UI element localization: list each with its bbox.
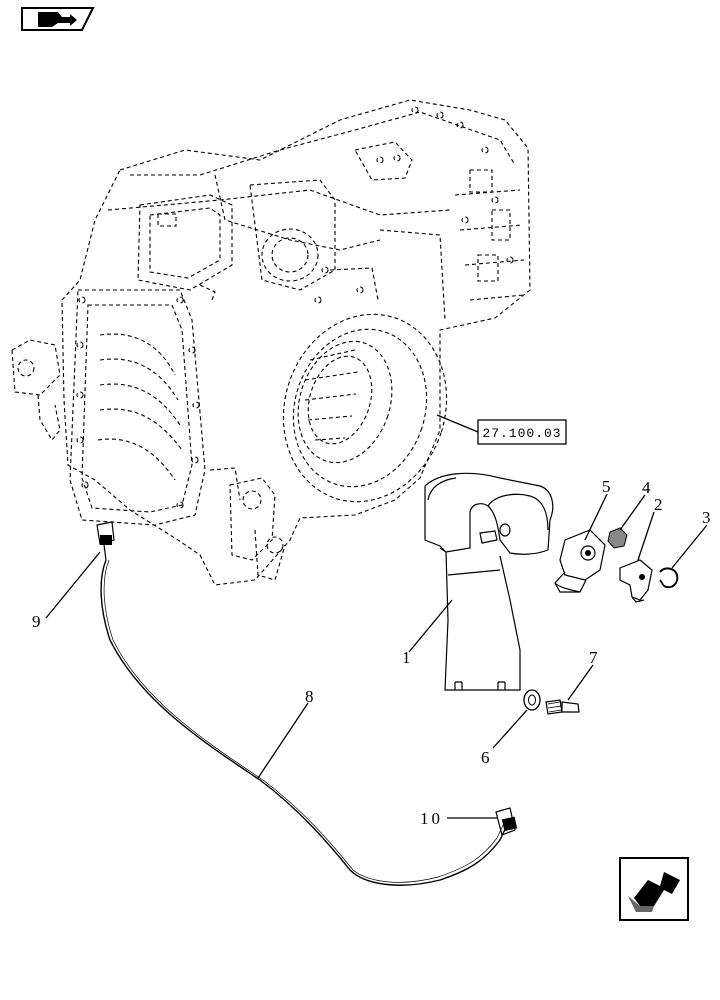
callout-6: 6 [481,748,490,767]
part-3-circlip [659,567,679,589]
reference-box[interactable]: 27.100.03 [436,414,567,445]
part-10-connector [495,807,518,836]
book-arrow-icon[interactable] [21,7,95,31]
callout-3: 3 [702,508,711,527]
part-4-nut [607,527,628,549]
callout-4: 4 [642,478,651,497]
part-1-bracket [424,472,554,691]
callout-10: 10 [420,809,443,828]
part-6-washer [523,689,541,711]
leader-lines [45,493,708,819]
callout-5: 5 [602,477,611,496]
callout-1: 1 [402,648,411,667]
part-7-bolt [545,699,580,715]
part-2-lever [619,559,653,603]
callout-8: 8 [305,687,314,706]
part-8-cable [100,559,508,886]
reference-box-label: 27.100.03 [482,426,561,441]
part-9-connector [96,521,115,561]
part-5-sensor [554,529,606,593]
callout-9: 9 [32,612,41,631]
callout-2: 2 [654,495,663,514]
next-page-arrow-icon[interactable] [619,857,689,921]
callout-7: 7 [589,648,598,667]
transmission-housing [11,99,531,586]
callout-labels: 1 2 3 4 5 6 7 8 9 10 [32,477,711,828]
